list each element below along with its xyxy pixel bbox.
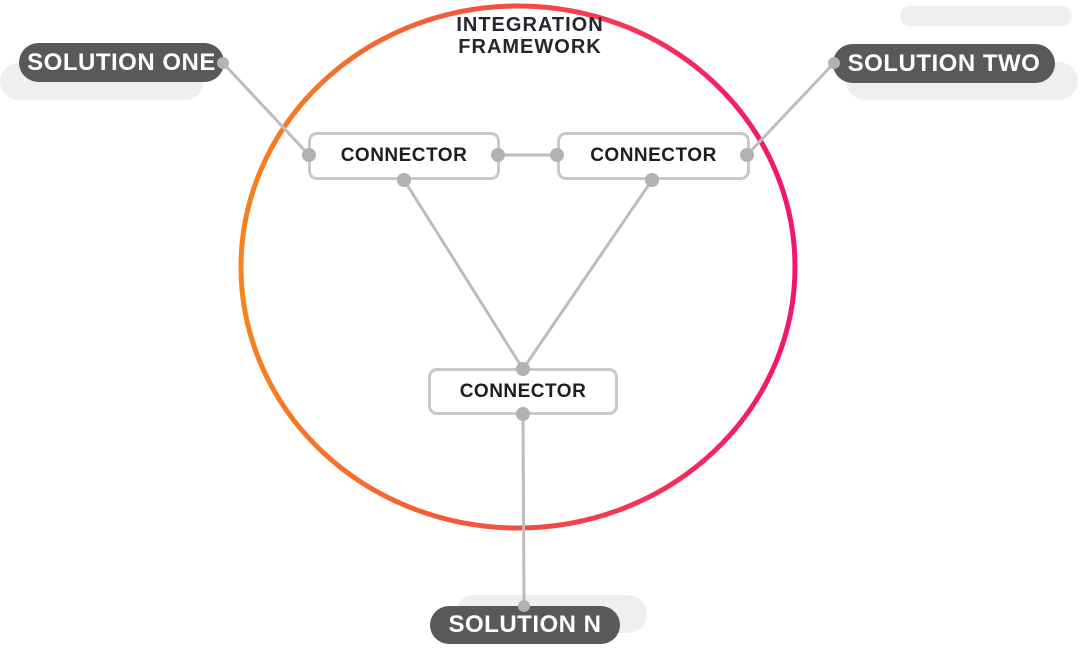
node-solution-n-label: SOLUTION N: [448, 611, 602, 638]
link-connector-right-connector-bottom: [521, 179, 654, 370]
node-connector-left: CONNECTOR: [308, 132, 500, 180]
diagram-title-line-1: INTEGRATION: [456, 14, 604, 36]
node-connector-left-label: CONNECTOR: [340, 145, 468, 166]
link-connector-bottom-solution-n: [521, 413, 526, 607]
node-connector-right: CONNECTOR: [557, 132, 750, 180]
node-solution-one-label: SOLUTION ONE: [27, 48, 216, 76]
diagram-title: INTEGRATION FRAMEWORK: [380, 14, 680, 58]
node-solution-two: SOLUTION TWO: [833, 44, 1055, 83]
link-solution-two-connector-right: [745, 61, 836, 157]
link-solution-one-connector-left: [221, 61, 311, 157]
node-solution-n: SOLUTION N: [430, 606, 620, 644]
link-connector-left-connector-bottom: [402, 179, 525, 370]
framework-circle: [238, 3, 798, 531]
node-connector-bottom: CONNECTOR: [428, 368, 618, 415]
node-connector-bottom-label: CONNECTOR: [459, 380, 587, 402]
node-solution-one: SOLUTION ONE: [19, 43, 224, 82]
solution-two-shadow-top: [900, 6, 1072, 26]
node-solution-two-label: SOLUTION TWO: [847, 49, 1041, 77]
node-connector-right-label: CONNECTOR: [590, 145, 717, 166]
diagram-title-line-2: FRAMEWORK: [458, 36, 602, 58]
